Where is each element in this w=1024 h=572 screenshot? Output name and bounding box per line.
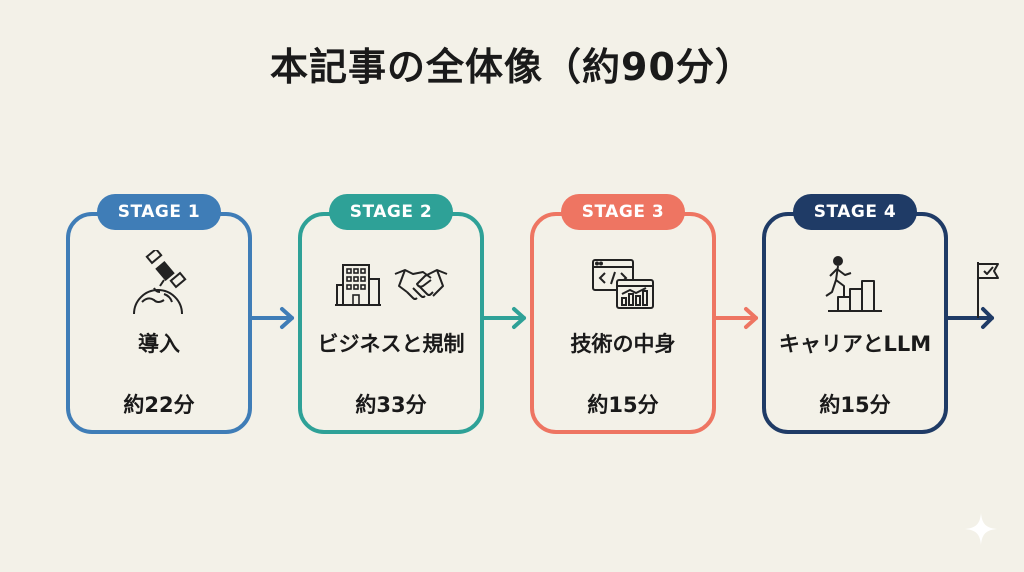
goal-flag-arrow xyxy=(946,262,999,329)
stage-1-name: 導入 xyxy=(138,332,180,356)
arrow-right-icon xyxy=(714,307,758,329)
stage-1-time: 約22分 xyxy=(123,393,195,417)
stage-3-time: 約15分 xyxy=(587,393,659,417)
stage-1-card: STAGE 1 導入 約22分 xyxy=(66,194,252,434)
building-icon xyxy=(335,264,381,306)
handshake-icon xyxy=(394,269,448,300)
stage-2-name: ビジネスと規制 xyxy=(317,332,465,356)
goal-flag-icon xyxy=(977,262,999,318)
stairs-climber-icon xyxy=(825,256,882,312)
page-title: 本記事の全体像（約90分） xyxy=(270,45,754,89)
code-chart-icon xyxy=(592,259,654,309)
stage-2-time: 約33分 xyxy=(355,393,427,417)
satellite-globe-icon xyxy=(133,250,187,315)
stage-4-time: 約15分 xyxy=(819,393,891,417)
stage-4-badge: STAGE 4 xyxy=(793,194,917,230)
arrow-right-icon xyxy=(250,307,294,329)
stage-3-card: STAGE 3 技術の中身 約15分 xyxy=(530,194,716,434)
stage-2-badge: STAGE 2 xyxy=(329,194,453,230)
stage-3-name: 技術の中身 xyxy=(570,332,676,356)
stage-1-badge: STAGE 1 xyxy=(97,194,221,230)
sparkle-icon xyxy=(965,513,997,545)
arrow-right-icon xyxy=(482,307,526,329)
stage-2-card: STAGE 2 xyxy=(298,194,484,434)
stage-4-name: キャリアとLLM xyxy=(778,332,932,356)
stage-3-badge: STAGE 3 xyxy=(561,194,685,230)
stage-4-card: STAGE 4 キャリアとLLM 約15分 xyxy=(762,194,948,434)
